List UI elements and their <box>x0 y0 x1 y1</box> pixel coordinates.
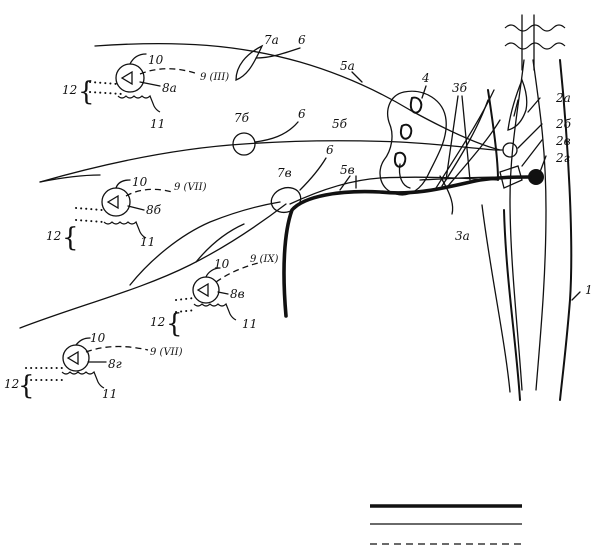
leader-lines <box>339 71 581 301</box>
label-9-ix: 9 (IX) <box>250 254 279 265</box>
brace-12c: { <box>166 309 183 339</box>
label-8v: 8в <box>230 287 245 301</box>
label-10c: 10 <box>214 257 230 271</box>
label-7a: 7а <box>264 33 279 47</box>
label-3b: 3б <box>452 81 468 95</box>
label-6c: 6 <box>326 143 334 157</box>
nerves-3 <box>419 89 521 215</box>
label-6b: 6 <box>298 107 306 121</box>
label-11d: 11 <box>102 387 117 401</box>
label-12c: 12 <box>150 315 165 329</box>
label-9-vii-lower: 9 (VII) <box>150 347 183 358</box>
label-5a: 5а <box>340 59 355 73</box>
label-10d: 10 <box>90 331 106 345</box>
label-12a: 12 <box>62 83 77 97</box>
gland-unit-8v <box>175 261 263 321</box>
label-8b: 8б <box>146 203 162 217</box>
nerve-5b <box>39 140 497 183</box>
labels: 1 2а 2б 2в 2г 3а 3б 4 5а 5б 5в 6 6 6 7а … <box>4 33 593 401</box>
nerve-trunks <box>19 174 287 329</box>
label-4: 4 <box>421 71 430 85</box>
label-9-iii: 9 (III) <box>200 72 229 83</box>
brain-stem <box>481 14 573 401</box>
brace-12d: { <box>18 371 35 401</box>
label-5b: 5б <box>332 117 348 131</box>
label-3a: 3а <box>455 229 470 243</box>
label-8g: 8г <box>108 357 122 371</box>
nucleus-2g <box>528 169 544 185</box>
brace-12b: { <box>62 223 79 253</box>
label-10a: 10 <box>148 53 164 67</box>
legend <box>370 504 522 545</box>
nucleus-2a <box>507 78 528 131</box>
ganglion-7a <box>235 44 301 81</box>
gland-unit-8b <box>75 179 173 239</box>
label-9-vii-upper: 9 (VII) <box>174 182 207 193</box>
label-8a: 8а <box>162 81 177 95</box>
label-7v: 7в <box>277 166 292 180</box>
label-6a: 6 <box>298 33 306 47</box>
ganglion-7b <box>232 121 299 156</box>
gland-unit-8g <box>25 337 149 389</box>
gland-unit-8a <box>89 53 199 113</box>
label-11b: 11 <box>140 235 155 249</box>
brace-12a: { <box>78 77 95 107</box>
label-11a: 11 <box>150 117 165 131</box>
label-12d: 12 <box>4 377 19 391</box>
label-2a: 2а <box>555 91 571 105</box>
label-2b: 2б <box>555 117 572 131</box>
nucleus-2v <box>499 165 523 189</box>
label-2g: 2г <box>555 151 570 165</box>
label-10b: 10 <box>132 175 148 189</box>
nerve-5v <box>282 175 532 318</box>
label-1: 1 <box>585 283 593 297</box>
label-12b: 12 <box>46 229 61 243</box>
label-11c: 11 <box>242 317 257 331</box>
ganglion-7v <box>270 157 327 214</box>
label-5v: 5в <box>340 163 355 177</box>
label-7b: 7б <box>234 111 250 125</box>
label-2v: 2в <box>555 134 571 148</box>
